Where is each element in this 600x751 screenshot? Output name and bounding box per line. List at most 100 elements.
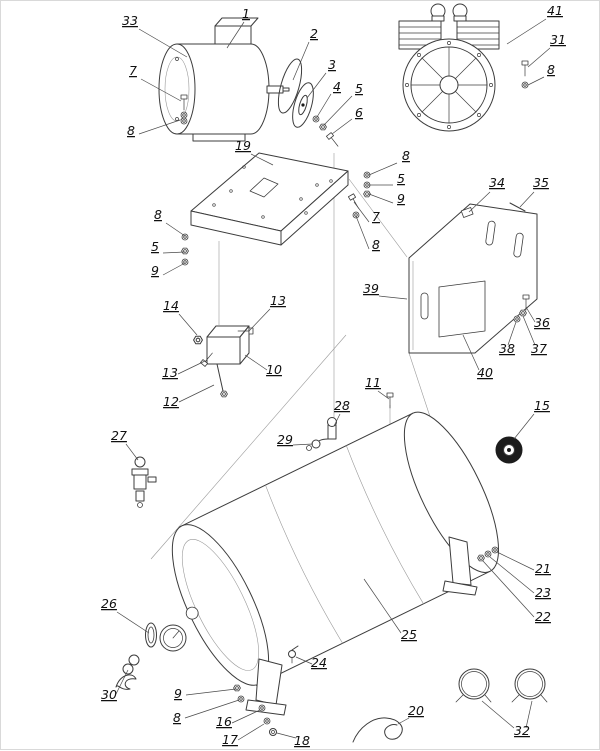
drain-washer-17: [263, 717, 271, 725]
motor-cap-bolt: [175, 117, 179, 121]
leader-line-part-8: [355, 215, 370, 250]
part-number-8-45: 8: [173, 710, 181, 725]
leader-line-part-40: [462, 334, 480, 371]
part-number-4-4: 4: [333, 79, 341, 94]
leader-line-part-37: [522, 315, 536, 346]
filter-neck-right: [453, 15, 467, 22]
pulley-nut-5: [319, 123, 327, 131]
part-number-8-17: 8: [372, 237, 380, 252]
drain-cock-24: [288, 645, 299, 664]
leader-line-part-21: [496, 551, 535, 571]
flywheel-hub: [439, 75, 459, 95]
part-number-21-39: 21: [535, 561, 551, 576]
tank-right-cap: [403, 411, 500, 573]
leader-line-part-33: [138, 28, 188, 58]
panel-clip-34: [460, 207, 474, 218]
leader-line-part-8: [184, 699, 240, 719]
drain-plug-18: [269, 728, 277, 736]
leader-line-part-10: [244, 354, 268, 371]
part-number-2-2: 2: [310, 26, 318, 41]
panel-slot: [513, 232, 524, 258]
motor-washer-8b: [180, 117, 188, 125]
electric-motor: [158, 17, 290, 142]
part-number-13-30: 13: [162, 365, 178, 380]
filter-neck-left: [431, 15, 445, 22]
part-number-33-0: 33: [122, 13, 138, 28]
motor-pulley: [292, 82, 314, 128]
leader-line-part-29: [292, 443, 314, 446]
leader-line-part-6: [331, 118, 353, 135]
hose-clamp-right: [511, 668, 548, 703]
motor-cap-bolt: [175, 57, 179, 61]
part-number-28-34: 28: [334, 398, 350, 413]
strap-bolt-11: [386, 392, 394, 409]
leader-line-part-7: [140, 78, 182, 102]
leader-line-part-12: [178, 384, 215, 403]
switch-tube-nut: [220, 390, 228, 398]
leader-line-part-35: [519, 191, 535, 208]
leader-line-part-16: [231, 709, 261, 724]
leader-line-part-26: [116, 611, 150, 634]
belt-guard-panel: [408, 203, 538, 354]
leader-line-part-25: [363, 578, 402, 634]
leader-line-part-5: [323, 95, 353, 126]
panel-washer-38: [513, 315, 521, 323]
tank-leg-right: [442, 536, 478, 596]
panel-rod-35: [509, 202, 526, 212]
part-number-22-41: 22: [535, 609, 551, 624]
outlet-valve: [115, 654, 140, 690]
leader-line-part-19: [250, 153, 274, 166]
part-number-9-20: 9: [151, 263, 159, 278]
leader-line-part-13: [248, 308, 271, 332]
leader-line-part-39: [378, 295, 408, 300]
leader-line-part-36: [525, 306, 536, 323]
leader-line-part-31: [527, 47, 551, 68]
leader-line-part-22: [482, 560, 535, 618]
motor-terminal-box: [214, 25, 252, 45]
leader-line-part-8: [165, 222, 186, 237]
pulley-washer-4: [312, 115, 320, 123]
part-number-9-44: 9: [174, 686, 182, 701]
part-number-11-33: 11: [365, 375, 381, 390]
part-number-36-24: 36: [534, 315, 550, 330]
leader-line-part-9: [162, 262, 186, 276]
leader-line-part-30: [115, 669, 129, 695]
part-number-10-31: 10: [266, 362, 282, 377]
mounting-plate: [190, 152, 349, 246]
pressure-gauge: [145, 622, 187, 652]
part-number-30-43: 30: [101, 687, 117, 702]
part-number-23-40: 23: [535, 585, 551, 600]
leader-line-part-11: [377, 390, 390, 400]
leader-line-part-27: [125, 443, 139, 461]
motor-washer-8: [180, 111, 188, 119]
part-number-5-5: 5: [355, 81, 363, 96]
part-number-13-29: 13: [270, 293, 286, 308]
part-number-7-7: 7: [129, 63, 137, 78]
part-number-31-10: 31: [550, 32, 566, 47]
leader-line-part-41: [506, 18, 547, 45]
leader-line-part-9: [368, 193, 394, 204]
part-number-39-23: 39: [363, 281, 379, 296]
part-number-12-32: 12: [163, 394, 179, 409]
leg-nut-9: [233, 684, 241, 692]
part-number-5-19: 5: [151, 239, 159, 254]
part-number-8-8: 8: [127, 123, 135, 138]
leader-line-part-8: [368, 162, 398, 176]
part-number-34-21: 34: [489, 175, 505, 190]
pump-washer-8: [521, 81, 529, 89]
motor-shaft-tip: [282, 87, 290, 92]
part-number-29-35: 29: [277, 432, 293, 447]
air-hose: [352, 717, 403, 743]
leader-line-part-17: [237, 723, 265, 741]
leader-line-part-23: [489, 556, 535, 594]
part-number-16-46: 16: [216, 714, 232, 729]
leader-line-part-34: [468, 191, 491, 213]
hose-clamp-left: [455, 668, 492, 703]
pressure-switch: [193, 325, 254, 398]
leader-line-part-8: [527, 76, 545, 86]
wheel: [495, 436, 523, 464]
construction-lines: [150, 153, 443, 560]
part-number-40-27: 40: [477, 365, 493, 380]
leader-line-part-1: [226, 21, 245, 49]
